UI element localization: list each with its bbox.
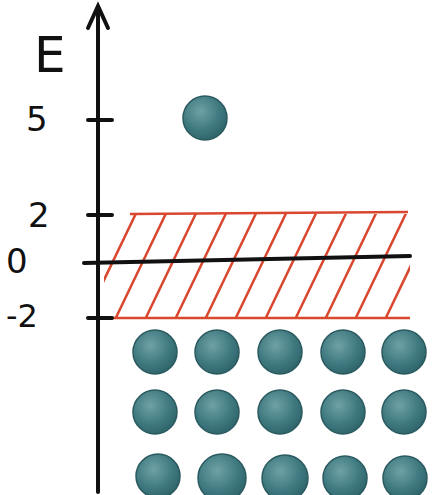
electrons: [133, 96, 427, 495]
tick-label: 5: [26, 102, 48, 136]
tick-label: 2: [28, 198, 50, 232]
energy-axis: [88, 6, 112, 492]
tick-label: -2: [6, 300, 38, 332]
zero-level: [84, 256, 410, 263]
axis-label: E: [34, 30, 66, 80]
forbidden-band: [80, 205, 441, 330]
tick-label: 0: [6, 244, 28, 278]
